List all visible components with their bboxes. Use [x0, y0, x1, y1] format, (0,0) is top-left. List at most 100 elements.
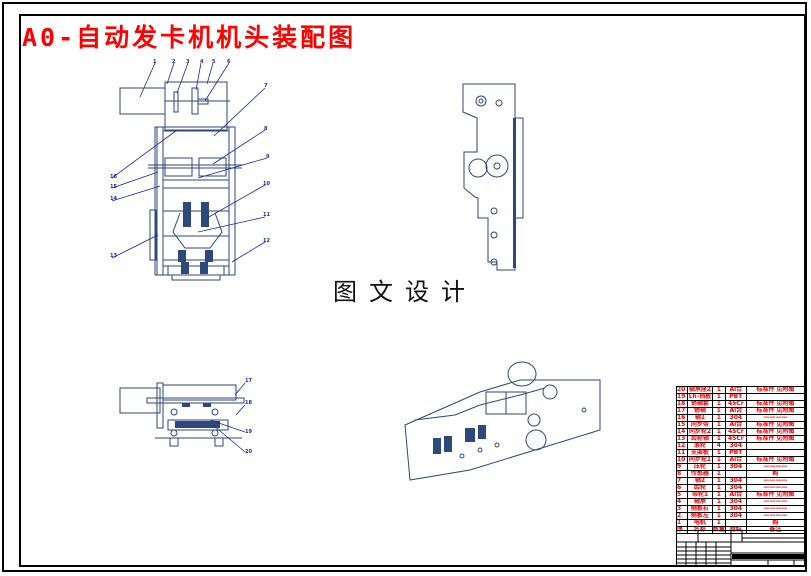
title-block-grid — [676, 530, 805, 567]
bom-material: 45Cr — [724, 428, 747, 436]
bom-qty: 1 — [711, 400, 726, 408]
bom-note: 标准件 见附图 — [745, 428, 806, 436]
bom-material: 45Cr — [724, 435, 747, 443]
callout-label: 7 — [264, 83, 268, 89]
bom-name: 轴承 — [686, 498, 713, 506]
bom-qty: 1 — [711, 421, 726, 429]
bom-no: 17 — [676, 407, 688, 415]
bom-name: 销轴套 — [686, 400, 713, 408]
callout-label: 17 — [245, 378, 252, 384]
bom-note: 标准件 见附图 — [745, 456, 806, 464]
bom-no: 3 — [676, 505, 688, 513]
front-view-rollers — [178, 202, 213, 274]
bom-no: 13 — [676, 435, 688, 443]
bom-note: ———— — [745, 463, 806, 471]
side-view-flange — [513, 118, 516, 268]
bom-qty: 1 — [711, 456, 726, 464]
bom-material: Al合 — [724, 421, 747, 429]
bom-material: PBT — [724, 449, 747, 457]
callout-label: 8 — [264, 126, 268, 132]
bom-note: ———— — [745, 505, 806, 513]
bom-material: 304 — [724, 505, 747, 513]
top-view — [119, 382, 245, 447]
bom-no: 1 — [676, 519, 688, 527]
bom-name: 轴承座2 — [686, 386, 713, 394]
bom-note: 标准件 见附图 — [745, 421, 806, 429]
drawing-title: A0-自动发卡机机头装配图 — [22, 23, 357, 52]
bom-material: 304 — [724, 442, 747, 450]
callout-label: 20 — [245, 449, 252, 455]
bom-qty: 1 — [711, 463, 726, 471]
bom-material: 45Cr — [724, 400, 747, 408]
bom-note: ———— — [745, 414, 806, 422]
bom-no: 4 — [676, 498, 688, 506]
bom-name: 齿轮轴 — [686, 435, 713, 443]
bom-material: Al合 — [724, 491, 747, 499]
bom-name: 轴1 — [686, 414, 713, 422]
isometric-view — [404, 361, 601, 481]
bom-name: 带轮1 — [686, 491, 713, 499]
bom-name: 销轴 — [686, 407, 713, 415]
callout-label: 18 — [245, 400, 252, 406]
callout-label: 4 — [200, 59, 204, 65]
bom-note: 购 — [745, 519, 806, 527]
callout-label: 9 — [266, 154, 270, 160]
bom-note: 标准件 见附图 — [745, 491, 806, 499]
front-view-leaders — [111, 62, 268, 263]
bom-no: 15 — [676, 421, 688, 429]
bom-qty: 1 — [711, 407, 726, 415]
bom-material — [724, 470, 747, 478]
bom-qty: 1 — [711, 428, 726, 436]
bom-no: 12 — [676, 442, 688, 450]
bom-name: 滚轮 — [686, 442, 713, 450]
callout-label: 5 — [212, 59, 216, 65]
bom-name: 传感器 — [686, 470, 713, 478]
bom-qty: 1 — [711, 470, 726, 478]
bom-qty: 1 — [711, 519, 726, 527]
top-view-solid — [175, 403, 220, 428]
front-view — [119, 81, 242, 281]
bom-material: Al合 — [724, 386, 747, 394]
bom-name: 侧板右 — [686, 505, 713, 513]
bom-no: 16 — [676, 414, 688, 422]
callout-label: 12 — [263, 238, 270, 244]
bom-note: 标准件 见附图 — [745, 400, 806, 408]
bom-no: 8 — [676, 470, 688, 478]
watermark-text: 图文设计 — [333, 278, 477, 306]
callout-label: 10 — [263, 181, 270, 187]
bom-qty: 1 — [711, 491, 726, 499]
callout-label: 15 — [110, 184, 117, 190]
bom-qty: 1 — [711, 512, 726, 520]
callout-label: 3 — [186, 59, 190, 65]
bom-name: 电机 — [686, 519, 713, 527]
title-block — [676, 530, 805, 567]
bom-material: PBT — [724, 393, 747, 401]
bom-qty: 1 — [711, 484, 726, 492]
bom-no: 19 — [676, 393, 688, 401]
bom-name: 支架板 — [686, 449, 713, 457]
bom-name: 轴2 — [686, 477, 713, 485]
bom-note: ———— — [745, 484, 806, 492]
bom-material — [724, 519, 747, 527]
bom-material: 304 — [724, 484, 747, 492]
bom-note: ———— — [745, 477, 806, 485]
bom-qty: 1 — [711, 498, 726, 506]
bom-no: 10 — [676, 456, 688, 464]
inner-border — [19, 14, 806, 567]
